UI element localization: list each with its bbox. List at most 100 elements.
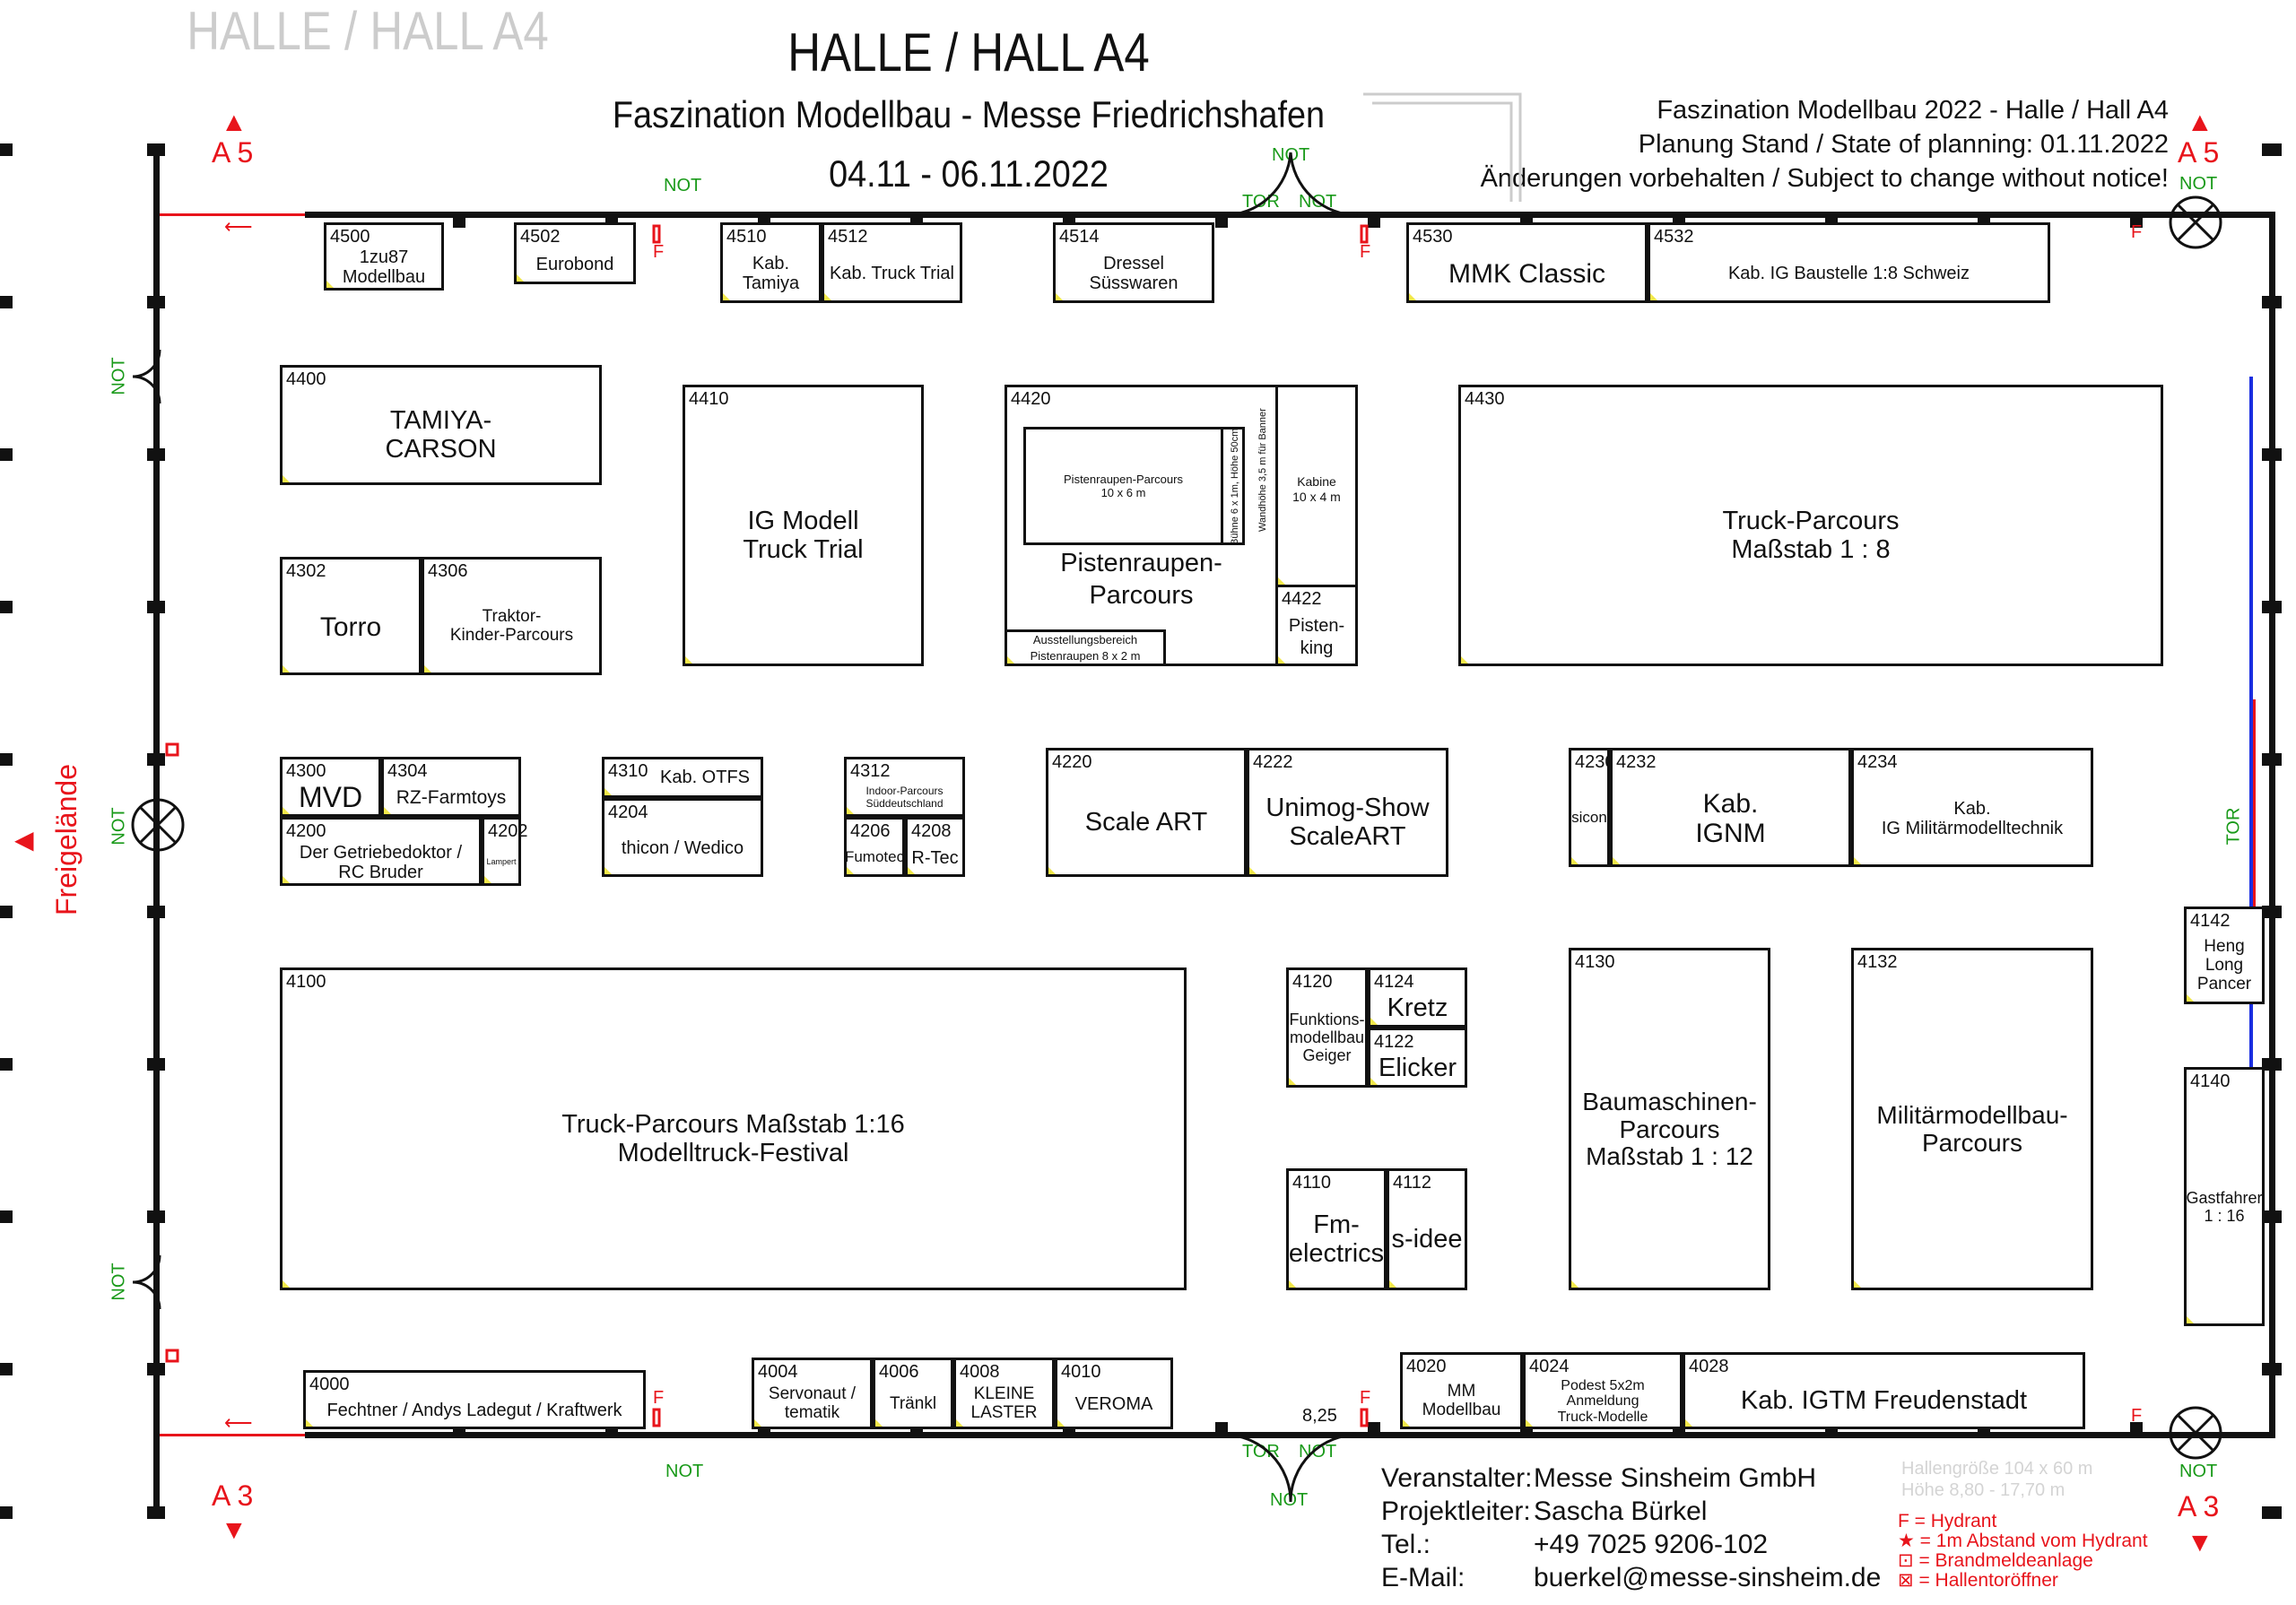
booth-name: Fechtner / Andys Ladegut / Kraftwerk — [326, 1401, 622, 1420]
pillar — [2262, 143, 2282, 156]
booth-name: Pistenraupen- Parcours — [1060, 549, 1222, 610]
booth-name: Torro — [319, 612, 382, 642]
booth-4420[interactable]: 4420 Pistenraupen- Parcours Pistenraupen… — [1004, 385, 1278, 666]
entrance-a3-left[interactable]: A 3 — [212, 1479, 254, 1512]
booth-name: Elicker — [1378, 1053, 1457, 1082]
booth-number: 4124 — [1374, 972, 1414, 992]
booth-name: 1zu87 Modellbau — [342, 247, 426, 287]
booth-name: Eurobond — [535, 254, 614, 274]
stage-label: Bühne 6 x 1m, Höhe 50cm — [1230, 428, 1240, 545]
pillar — [0, 143, 13, 156]
hydrant-label: F — [2131, 1406, 2143, 1426]
legend-text: = Hallentoröffner — [1918, 1570, 2058, 1591]
booth-number: 4220 — [1052, 752, 1092, 772]
pillar — [2262, 1210, 2282, 1223]
fire-alarm-icon — [165, 1349, 179, 1363]
booth-name: Kab. IGTM Freudenstadt — [1740, 1386, 2028, 1416]
booth-name: VEROMA — [1074, 1394, 1153, 1414]
entrance-a5-right[interactable]: A 5 — [2178, 136, 2220, 169]
booth-4422[interactable]: 4422 Pisten- king — [1275, 585, 1358, 666]
hall-size: Hallengröße 104 x 60 m — [1901, 1459, 2093, 1479]
booth-number: 4132 — [1857, 952, 1898, 972]
cabin-4420[interactable]: Kabine 10 x 4 m — [1275, 385, 1358, 587]
booth-name: Truck-Parcours Maßstab 1 : 8 — [1722, 507, 1900, 564]
legend-symbol: ⊠ — [1898, 1570, 1914, 1591]
contact-value[interactable]: buerkel@messe-sinsheim.de — [1534, 1563, 1882, 1592]
booth-number: 4514 — [1059, 227, 1100, 247]
booth-number: 4208 — [911, 821, 952, 841]
pillar — [147, 296, 165, 308]
pillar — [2262, 601, 2282, 613]
event-dates: 04.11 - 06.11.2022 — [829, 152, 1109, 195]
booth-name: Kab. IG Baustelle 1:8 Schweiz — [1727, 264, 1970, 283]
booth-name: s-idee — [1391, 1225, 1463, 1254]
cabin-label: Kabine 10 x 4 m — [1292, 473, 1341, 505]
booth-number: 4510 — [726, 227, 767, 247]
booth-number: 4422 — [1282, 589, 1322, 609]
booth-number: 4530 — [1413, 227, 1453, 247]
booth-number: 4122 — [1374, 1032, 1414, 1052]
gate-opener-icon — [2169, 1406, 2222, 1460]
arrow-left-icon: ⟵ — [224, 1411, 253, 1434]
arrow-left-icon: ◀ — [14, 826, 34, 854]
door-icon — [1222, 152, 1359, 217]
legend-text: = Hydrant — [1914, 1511, 1997, 1531]
pillar — [2130, 1422, 2143, 1438]
entrance-a5-left[interactable]: A 5 — [212, 136, 254, 169]
contact-label: E-Mail: — [1381, 1563, 1465, 1592]
hydrant-label: F — [1360, 1388, 1371, 1408]
booth-name: Fm- electrics — [1288, 1210, 1385, 1268]
booth-number: 4142 — [2190, 911, 2231, 931]
entrance-a3-right[interactable]: A 3 — [2178, 1490, 2220, 1523]
pillar — [0, 1506, 13, 1519]
pillar — [2262, 1058, 2282, 1071]
pillar — [147, 753, 165, 766]
legend-text: = 1m Abstand vom Hydrant — [1919, 1531, 2148, 1551]
booth-name: Der Getriebedoktor / RC Bruder — [299, 842, 463, 882]
